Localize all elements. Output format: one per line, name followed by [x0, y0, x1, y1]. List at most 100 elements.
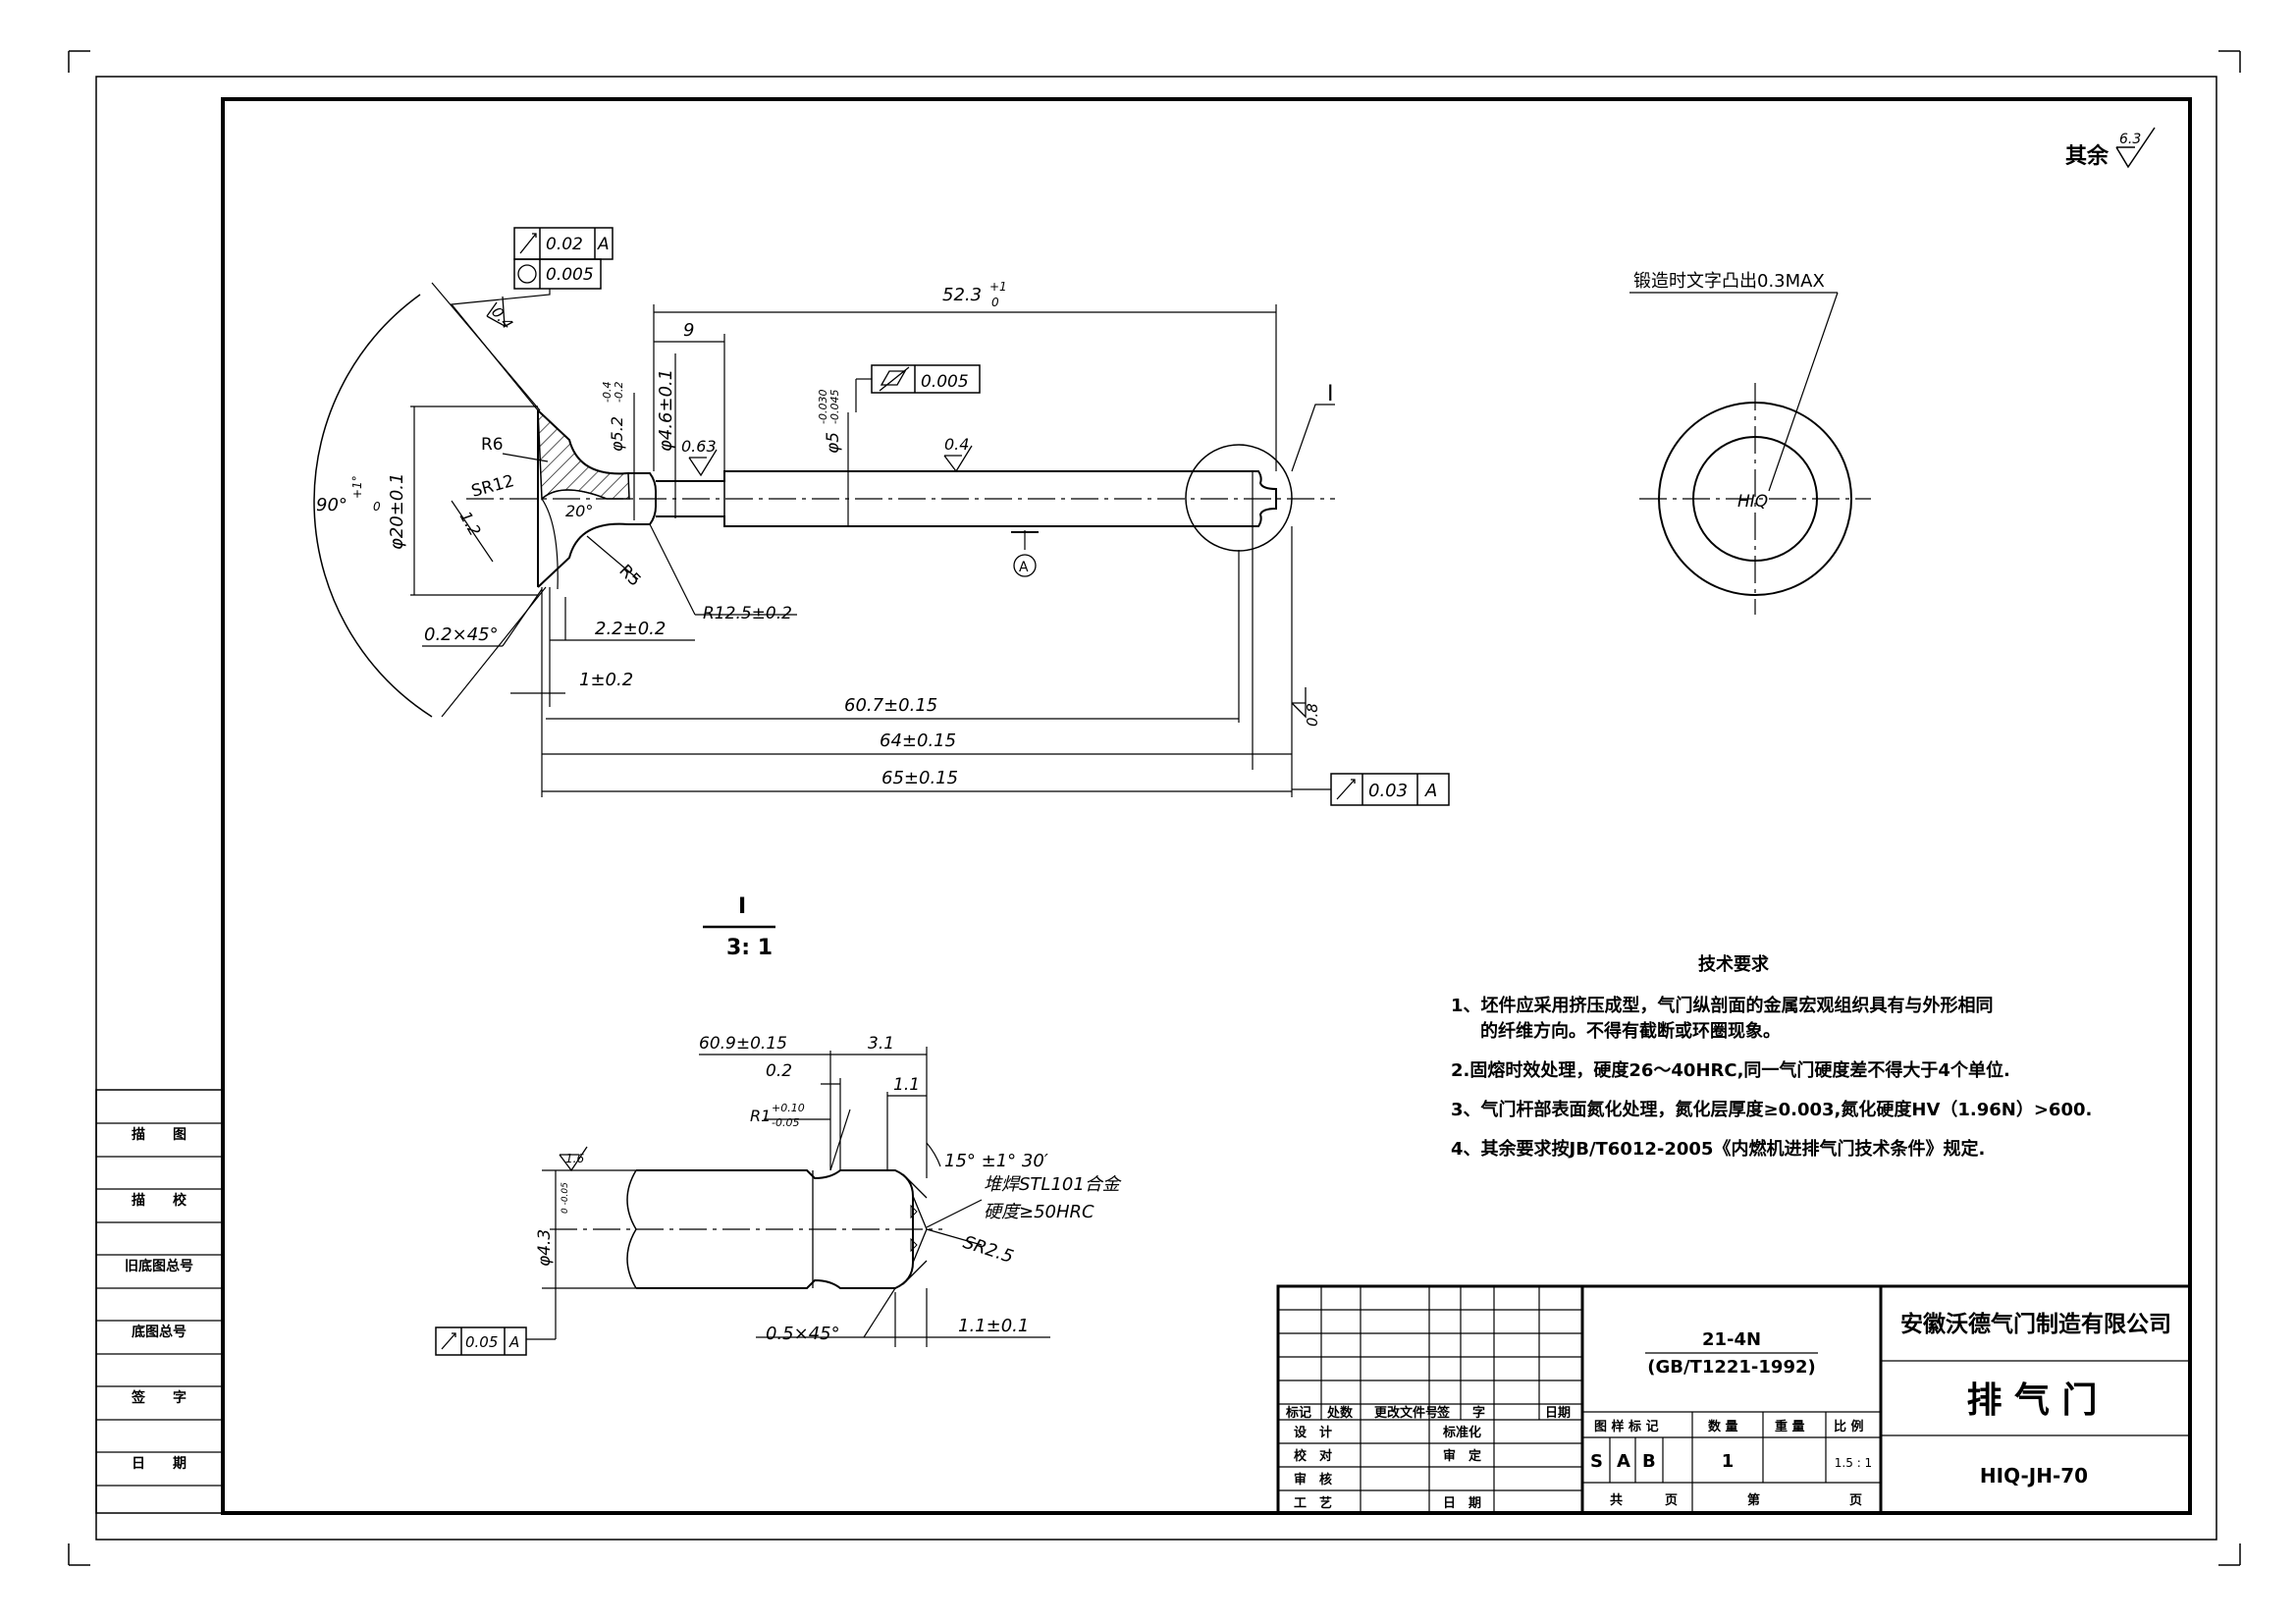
roughness-neck: 0.63: [681, 437, 717, 456]
marking-text: HIQ: [1737, 492, 1768, 512]
detail-dim-0-2: 0.2: [766, 1061, 792, 1081]
sidebar-label: 描 校: [132, 1192, 187, 1209]
detail-view: I 3: 1: [435, 894, 1122, 1356]
detail-dim-phi4-3-tol: 0 -0.05: [561, 1182, 570, 1214]
end-view: HIQ 锻造时文字凸出0.3MAX: [1629, 271, 1871, 615]
tb-stage-hdr: 图 样 标 记: [1594, 1419, 1659, 1434]
detail-dim-chamfer: 0.5×45°: [766, 1324, 840, 1344]
dim-phi5: φ5: [824, 432, 843, 454]
roughness-stem: 0.4: [944, 435, 969, 454]
dim-phi5-2-tol-lo: -0.2: [613, 382, 625, 403]
dim-phi4-6: φ4.6±0.1: [656, 369, 676, 452]
gdt-end-face-runout-datum: A: [1424, 781, 1437, 801]
tech-item: 1、坯件应采用挤压成型，气门纵剖面的金属宏观组织具有与外形相同: [1451, 995, 1994, 1016]
tb-row-left: 工 艺: [1294, 1495, 1332, 1511]
tb-stage-hdr: 比 例: [1834, 1419, 1864, 1434]
tb-hdr: 签: [1436, 1405, 1451, 1421]
detail-dim-r1-tol-up: +0.10: [772, 1102, 805, 1114]
dim-phi5-tol-lo: -0.045: [828, 390, 841, 424]
detail-dim-1-1-tol: 1.1±0.1: [958, 1316, 1029, 1336]
detail-dim-60-9: 60.9±0.15: [699, 1034, 787, 1054]
detail-dim-sr2-5: SR2.5: [960, 1232, 1015, 1268]
trim-marks: [68, 50, 2241, 1566]
dim-52-3: 52.3: [942, 285, 982, 305]
gdt-stem-cylindricity-value: 0.005: [921, 372, 969, 392]
dim-1: 1±0.2: [579, 670, 633, 690]
tb-stage: S: [1590, 1451, 1603, 1472]
tb-row-mid: 审 定: [1443, 1448, 1481, 1464]
outer-frame: [95, 76, 2217, 1541]
sidebar-label: 日 期: [132, 1456, 187, 1472]
tb-hdr: 更改文件号: [1374, 1405, 1438, 1421]
detail-scale: 3: 1: [726, 936, 773, 960]
detail-dim-1-1: 1.1: [893, 1075, 920, 1095]
tb-row-mid: 标准化: [1442, 1425, 1481, 1440]
tb-row-mid: 日 期: [1443, 1496, 1481, 1511]
tech-title: 技术要求: [1698, 953, 1770, 975]
title-block: 标记 处数 更改文件号 签 字 日期 设 计 校 对 审 核 工 艺 标准化 审…: [1276, 1284, 2192, 1515]
dim-angle-90-tol-up: +1°: [350, 475, 364, 499]
roughness-end: 0.8: [1304, 703, 1321, 727]
dim-9: 9: [683, 320, 694, 341]
tb-hdr: 日期: [1545, 1406, 1571, 1421]
tb-stage-hdr: 重 量: [1775, 1419, 1805, 1434]
dim-chamfer-0-2: 0.2×45°: [424, 624, 499, 645]
detail-label: I: [738, 894, 746, 919]
tb-sheet: 页: [1665, 1493, 1678, 1508]
view-label-I: I: [1327, 382, 1334, 406]
dim-angle-90-tol-lo: 0: [373, 500, 381, 514]
tech-item: 2.固熔时效处理，硬度26～40HRC,同一气门硬度差不得大于4个单位.: [1451, 1059, 2010, 1081]
gdt-detail-runout: 0.05 A: [435, 1326, 527, 1356]
dim-phi5-2: φ5.2: [608, 416, 626, 452]
tb-sheet: 共: [1610, 1492, 1623, 1508]
tb-sheet: 页: [1849, 1493, 1862, 1508]
dim-r6: R6: [481, 435, 504, 455]
surface-finish-value: 6.3: [2119, 132, 2141, 147]
detail-dim-angle: 15° ±1° 30′: [944, 1151, 1048, 1171]
general-surface-finish: 其余 6.3: [2065, 127, 2156, 169]
sidebar-block: 描 图 描 校 旧底图总号 底图总号 签 字 日 期: [95, 1089, 224, 1514]
gdt-head-runout-datum: A: [597, 235, 610, 254]
tb-stage-hdr: 数 量: [1708, 1419, 1738, 1434]
datum-A: A: [1019, 560, 1029, 575]
dim-2-2: 2.2±0.2: [595, 619, 666, 639]
gdt-end-face-runout-value: 0.03: [1368, 781, 1408, 801]
sidebar-label: 底图总号: [132, 1324, 187, 1340]
dim-52-3-tol-up: +1: [989, 280, 1007, 294]
tb-stage: A: [1617, 1451, 1630, 1472]
roughness-detail: 1.6: [565, 1152, 584, 1165]
sidebar-label: 旧底图总号: [125, 1258, 193, 1274]
tb-hdr: 处数: [1326, 1405, 1354, 1421]
detail-dim-r1: R1: [750, 1107, 771, 1125]
marking-note: 锻造时文字凸出0.3MAX: [1633, 271, 1825, 292]
tb-qty: 1: [1722, 1451, 1735, 1472]
dim-64: 64±0.15: [880, 730, 956, 751]
detail-dim-3-1: 3.1: [868, 1034, 894, 1054]
gdt-detail-runout-value: 0.05: [465, 1333, 498, 1351]
tech-item: 3、气门杆部表面氮化处理，氮化层厚度≥0.003,氮化硬度HV（1.96N）>6…: [1451, 1099, 2092, 1120]
dim-52-3-tol-lo: 0: [991, 296, 999, 309]
tb-stage: B: [1642, 1451, 1656, 1472]
dim-r12-5: R12.5±0.2: [703, 604, 792, 623]
dim-angle-20: 20°: [565, 502, 593, 520]
tb-drawing-no: HIQ-JH-70: [1980, 1464, 2088, 1488]
gdt-head: 0.02 A 0.005: [450, 227, 614, 411]
tb-row-left: 审 核: [1294, 1472, 1332, 1488]
dim-60-7: 60.7±0.15: [844, 695, 937, 716]
tb-sheet: 第: [1747, 1492, 1760, 1508]
tech-item: 的纤维方向。不得有截断或环圈现象。: [1480, 1020, 1781, 1042]
detail-dim-phi4-3: φ4.3: [535, 1229, 555, 1267]
sidebar-label: 描 图: [132, 1126, 187, 1143]
tb-hdr: 标记: [1285, 1405, 1311, 1421]
gdt-end-face-runout: 0.03 A: [1292, 773, 1450, 806]
dim-sr12: SR12: [469, 471, 516, 502]
dim-phi20: φ20±0.1: [387, 473, 407, 551]
gdt-stem-cylindricity: 0.005: [855, 364, 981, 412]
dim-angle-90: 90°: [316, 495, 347, 515]
detail-hardness-note: 硬度≥50HRC: [984, 1202, 1095, 1222]
dim-phi5-tol-up: -0.030: [817, 390, 829, 424]
gdt-detail-runout-datum: A: [508, 1333, 519, 1351]
gdt-head-runout-value: 0.02: [546, 235, 583, 254]
tech-item: 4、其余要求按JB/T6012-2005《内燃机进排气门技术条件》规定.: [1451, 1138, 1985, 1160]
